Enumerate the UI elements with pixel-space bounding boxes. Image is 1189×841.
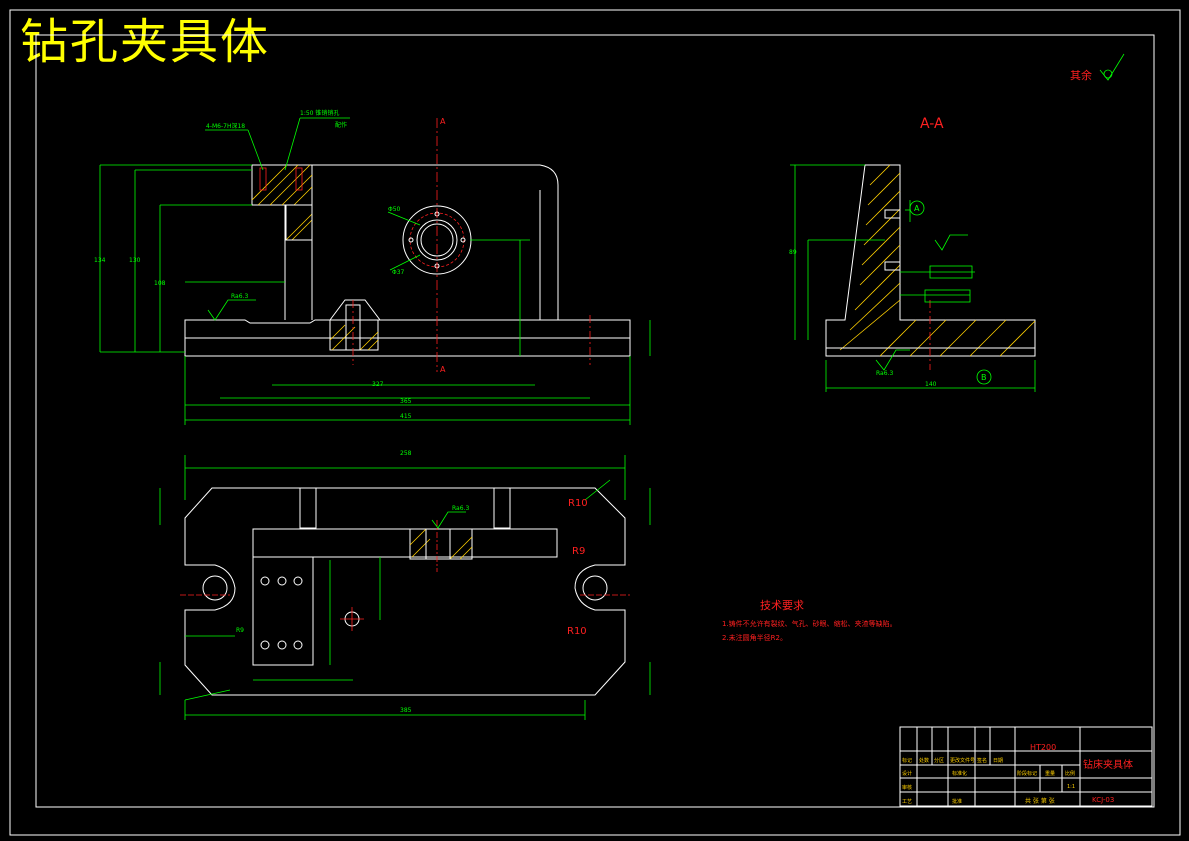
svg-text:130: 130 [129, 257, 141, 264]
roughness-front: Ra6.3 [231, 293, 248, 300]
tb-header-6: 日期 [993, 758, 1003, 764]
radius-label-3: R10 [567, 626, 587, 637]
tb-label-approve: 批准 [952, 798, 962, 805]
tb-label-scale: 比例 [1065, 770, 1075, 777]
tb-header-3: 分区 [934, 757, 944, 764]
top-view: 258 385 R10 R9 R10 R9 Ra6.3 [159, 450, 651, 720]
callout-bore: Φ50 [388, 206, 401, 213]
roughness-top: Ra6.3 [452, 505, 469, 512]
tech-heading: 技术要求 [760, 599, 804, 612]
callout-holes: 4-M6-7H深18 [206, 122, 245, 130]
datum-b: B [981, 373, 987, 382]
datum-a: A [914, 204, 920, 213]
drawing-title: 钻孔夹具体 [20, 14, 271, 70]
surface-note: 其余 [1070, 68, 1092, 82]
callout-pin-note: 配作 [335, 121, 347, 129]
tb-footer: 共 张 第 张 [1025, 797, 1055, 805]
tech-item-2: 2.未注圆角半径R2。 [722, 633, 787, 642]
front-view: A A 134 130 108 327 365 41 [94, 109, 651, 425]
cut-marker-bottom: A [440, 365, 446, 374]
svg-text:385: 385 [400, 707, 412, 714]
svg-text:134: 134 [94, 257, 106, 264]
radius-label-2: R9 [572, 546, 585, 557]
tb-label-std: 标准化 [952, 770, 967, 777]
svg-text:140: 140 [925, 381, 937, 388]
svg-text:258: 258 [400, 450, 412, 457]
tech-item-1: 1.铸件不允许有裂纹、气孔、砂眼、缩松、夹渣等缺陷。 [722, 619, 897, 628]
tb-label-design: 设计 [902, 770, 912, 777]
section-view: A-A A B 89 140 [789, 116, 1036, 392]
svg-text:327: 327 [372, 381, 384, 388]
svg-text:365: 365 [400, 398, 412, 405]
svg-text:415: 415 [400, 413, 412, 420]
radius-label-1: R10 [568, 498, 588, 509]
roughness-symbol-icon [1099, 53, 1125, 81]
tb-drawing-no: KCJ-03 [1092, 796, 1114, 804]
inner-frame [35, 34, 1155, 808]
tb-label-review: 审核 [902, 784, 912, 791]
tb-header-2: 处数 [919, 757, 929, 764]
tb-material: HT200 [1030, 743, 1056, 752]
section-label: A-A [920, 116, 944, 132]
tb-scale-value: 1:1 [1067, 784, 1075, 790]
tb-label-weight: 重量 [1045, 770, 1055, 777]
outer-frame [9, 9, 1181, 836]
title-block: 标记 处数 分区 更改文件号 签名 日期 设计 标准化 审核 工艺 批准 阶段标… [899, 726, 1153, 807]
tb-part-name: 钻床夹具体 [1083, 758, 1133, 771]
tb-header-5: 签名 [977, 757, 987, 764]
tb-header-4: 更改文件号 [950, 757, 975, 764]
tb-label-stage: 阶段标记 [1017, 770, 1037, 777]
svg-text:108: 108 [154, 280, 166, 287]
tb-header-1: 标记 [902, 757, 912, 764]
callout-bore2: Φ37 [392, 269, 405, 276]
cut-marker-top: A [440, 117, 446, 126]
tb-label-process: 工艺 [902, 799, 912, 805]
radius-label-4: R9 [236, 627, 244, 634]
callout-pin-holes: 1:50 锥销销孔 [300, 109, 339, 117]
roughness-section: Ra6.3 [876, 370, 893, 377]
svg-text:89: 89 [789, 249, 797, 256]
